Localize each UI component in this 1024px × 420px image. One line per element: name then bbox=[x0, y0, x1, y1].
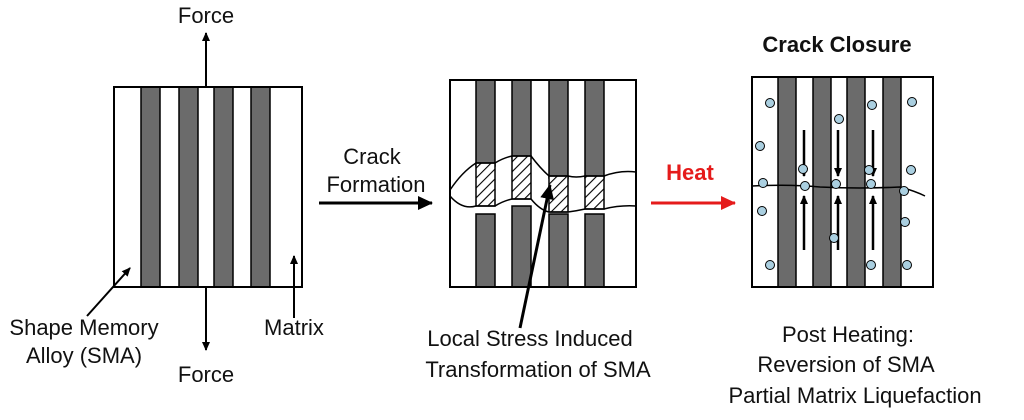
heat-step: Heat bbox=[651, 160, 736, 210]
sma-wire bbox=[846, 76, 866, 288]
sma-wire bbox=[882, 76, 902, 288]
particle bbox=[765, 260, 775, 270]
sma-wire bbox=[584, 213, 605, 288]
particle bbox=[906, 165, 916, 175]
crack-lower-edge bbox=[449, 195, 637, 213]
sma-wire bbox=[548, 213, 569, 288]
sma-wire bbox=[511, 79, 532, 159]
sma-wire bbox=[475, 213, 496, 288]
crack-formation-step: Crack Formation bbox=[319, 144, 433, 210]
particle bbox=[765, 98, 775, 108]
sma-wire bbox=[475, 79, 496, 167]
particle bbox=[834, 114, 844, 124]
particle bbox=[899, 186, 909, 196]
particle bbox=[900, 217, 910, 227]
transformation-pointer-arrow bbox=[518, 184, 554, 329]
crack-formation-label-line2: Formation bbox=[326, 172, 425, 197]
sma-pointer-arrow bbox=[86, 267, 131, 317]
crack-upper-edge bbox=[449, 155, 637, 191]
particle bbox=[831, 179, 841, 189]
sma-label-line1: Shape Memory bbox=[9, 315, 158, 340]
particle bbox=[866, 179, 876, 189]
sma-wire bbox=[213, 86, 234, 288]
particle bbox=[867, 100, 877, 110]
sma-wire bbox=[584, 79, 605, 179]
crack-closure-title: Crack Closure bbox=[762, 32, 911, 57]
sma-wire bbox=[777, 76, 797, 288]
sma-wire bbox=[178, 86, 199, 288]
particle bbox=[866, 260, 876, 270]
particle bbox=[800, 181, 810, 191]
matrix-label: Matrix bbox=[264, 315, 324, 340]
sma-wire bbox=[140, 86, 161, 288]
particle bbox=[798, 164, 808, 174]
force-bottom-label: Force bbox=[178, 362, 234, 387]
panel-initial: Force Force Shape Memory Alloy (SMA) Mat… bbox=[9, 3, 324, 387]
transformed-sma-region bbox=[475, 162, 496, 207]
local-stress-label-line1: Local Stress Induced bbox=[427, 326, 632, 351]
force-top-label: Force bbox=[178, 3, 234, 28]
particle bbox=[829, 233, 839, 243]
particle bbox=[757, 206, 767, 216]
transformed-sma-region bbox=[511, 155, 532, 200]
liquefied-matrix-particles bbox=[755, 97, 917, 270]
sma-wire bbox=[812, 76, 832, 288]
local-stress-label-line2: Transformation of SMA bbox=[425, 357, 651, 382]
panel-healed: Crack Closure bbox=[728, 32, 981, 408]
particle bbox=[907, 97, 917, 107]
particle bbox=[902, 260, 912, 270]
transformed-sma-region bbox=[548, 175, 569, 213]
sma-wire bbox=[511, 205, 532, 288]
particle bbox=[755, 141, 765, 151]
post-heating-label-line2: Reversion of SMA bbox=[757, 352, 935, 377]
crack-formation-label-line1: Crack bbox=[343, 144, 401, 169]
particle bbox=[758, 178, 768, 188]
particle bbox=[864, 165, 874, 175]
sma-wire bbox=[548, 79, 569, 179]
panel-cracked: Local Stress Induced Transformation of S… bbox=[425, 79, 651, 382]
transformed-sma-region bbox=[584, 175, 605, 210]
post-heating-label-line3: Partial Matrix Liquefaction bbox=[728, 383, 981, 408]
heat-label: Heat bbox=[666, 160, 714, 185]
closed-crack-line bbox=[751, 184, 926, 197]
post-heating-label-line1: Post Heating: bbox=[782, 322, 914, 347]
sma-label-line2: Alloy (SMA) bbox=[26, 343, 142, 368]
sma-wire bbox=[250, 86, 271, 288]
